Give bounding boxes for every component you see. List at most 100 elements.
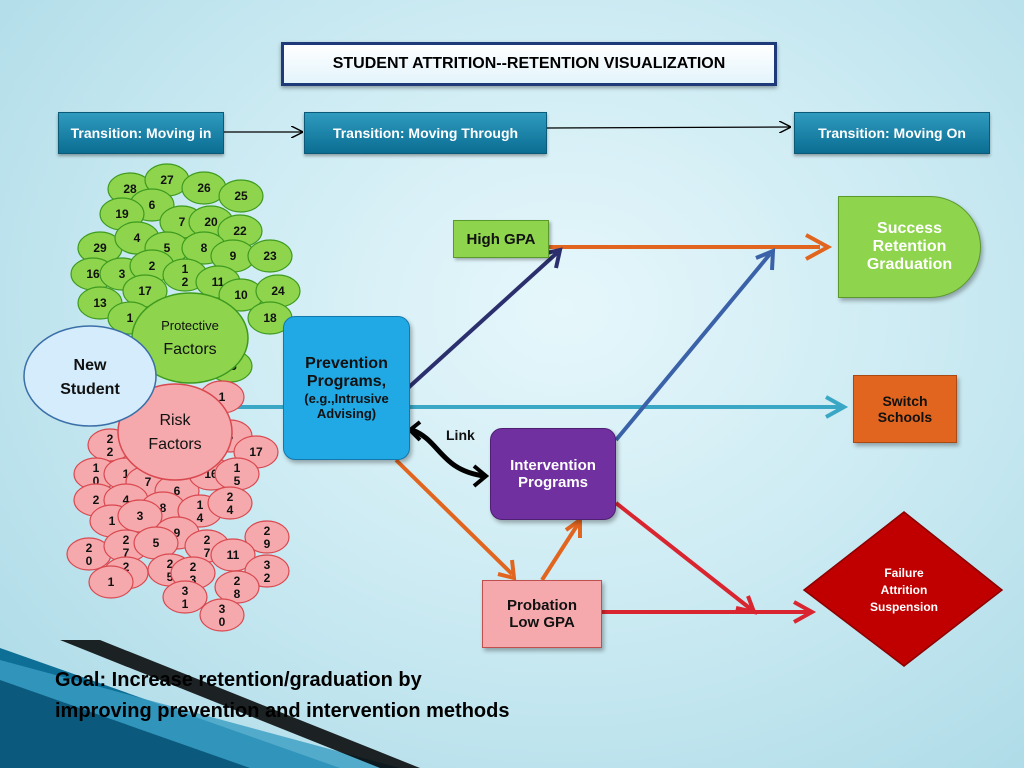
red-circle-label: 7: [145, 475, 152, 489]
prevention-programs-box: Prevention Programs, (e.g.,Intrusive Adv…: [283, 316, 410, 460]
red-circle-label: 5: [153, 536, 160, 550]
green-circle-label: 27: [160, 173, 174, 187]
probation-line2: Low GPA: [509, 614, 575, 631]
red-circle-label: 3: [190, 573, 197, 587]
green-circle: [218, 179, 264, 213]
goal-text: Goal: Increase retention/graduation by i…: [55, 665, 575, 727]
red-circle-label: 4: [123, 493, 130, 507]
green-circle-label: 19: [115, 207, 129, 221]
red-circle-label: 1: [109, 514, 116, 528]
link-double-arrow: [411, 427, 485, 479]
failure-line2: Attrition: [880, 582, 928, 597]
red-circle: [199, 598, 245, 632]
green-circle-label: 5: [164, 241, 171, 255]
green-circle-label: 7: [179, 215, 186, 229]
green-circle-label: 29: [93, 241, 107, 255]
success-line2: Retention: [872, 238, 947, 255]
red-circle-label: 2: [93, 493, 100, 507]
red-circle: [244, 520, 290, 554]
red-circle-label: 2: [123, 533, 130, 547]
green-circle-label: 1: [127, 311, 134, 325]
green-circle-label: 3: [119, 267, 126, 281]
probation-line1: Probation: [507, 597, 577, 614]
red-circle: [88, 565, 134, 599]
high-gpa-label: High GPA: [466, 230, 536, 248]
green-circle-label: 26: [197, 181, 211, 195]
red-circle-label: 5: [234, 474, 241, 488]
red-circle-cluster: 1223171017616152481424139292027527112625…: [66, 380, 290, 632]
green-circle-label: 6: [149, 198, 156, 212]
switch-line1: Switch: [882, 393, 928, 409]
red-circle-label: 0: [86, 554, 93, 568]
success-line1: Success: [877, 220, 942, 237]
red-circle-label: 2: [264, 571, 271, 585]
arrow-probation-to-intervention: [540, 522, 580, 582]
probation-box: Probation Low GPA: [482, 580, 602, 648]
transition-moving-in: Transition: Moving in: [58, 112, 224, 154]
red-circle-label: 2: [190, 560, 197, 574]
goal-line2: improving prevention and intervention me…: [55, 700, 510, 722]
arrow-intervention-to-success: [614, 252, 772, 442]
intervention-line1: Intervention: [510, 457, 596, 474]
green-circle-label: 22: [233, 224, 247, 238]
arrow-prevention-to-highgpa: [406, 250, 560, 390]
red-circle-label: 2: [86, 541, 93, 555]
red-circle-label: 1: [234, 461, 241, 475]
green-circle-label: 23: [263, 249, 277, 263]
new-student-line2: Student: [60, 381, 120, 398]
red-circle-label: 17: [249, 445, 263, 459]
prevention-line2: Programs,: [306, 373, 387, 390]
red-circle-label: 3: [137, 509, 144, 523]
red-circle-label: 9: [264, 537, 271, 551]
success-line3: Graduation: [866, 256, 953, 273]
green-circle: [247, 239, 293, 273]
transition-moving-on-label: Transition: Moving On: [818, 125, 966, 141]
intervention-line2: Programs: [517, 474, 589, 491]
green-circle-label: 20: [204, 215, 218, 229]
red-circle-label: 1: [197, 498, 204, 512]
red-circle: [162, 580, 208, 614]
prevention-line3: (e.g.,Intrusive: [304, 391, 389, 406]
red-circle-label: 11: [227, 548, 240, 562]
intervention-programs-box: Intervention Programs: [490, 428, 616, 520]
red-circle-label: 2: [107, 432, 114, 446]
red-circle-label: 8: [160, 501, 167, 515]
new-student-line1: New: [74, 357, 107, 374]
transition-moving-through-label: Transition: Moving Through: [332, 125, 519, 141]
red-circle-label: 1: [182, 597, 189, 611]
protective-line2: Factors: [163, 341, 216, 358]
diagram-title: STUDENT ATTRITION--RETENTION VISUALIZATI…: [281, 42, 777, 86]
transition-moving-in-label: Transition: Moving in: [70, 125, 212, 141]
prevention-line4: Advising): [316, 406, 377, 421]
green-circle-label: 13: [93, 296, 107, 310]
red-circle-label: 9: [174, 526, 181, 540]
decorative-corner-stripes: [0, 640, 420, 768]
red-circle-label: 4: [197, 511, 204, 525]
failure-line3: Suspension: [869, 599, 938, 614]
red-circle-label: 4: [227, 503, 234, 517]
transition-arrow-2: [546, 127, 790, 128]
failure-diamond: [802, 511, 1004, 667]
green-circle-label: 2: [149, 259, 156, 273]
red-circle-label: 6: [174, 484, 181, 498]
green-circle-label: 16: [86, 267, 100, 281]
link-label: Link: [446, 427, 475, 443]
green-circle-label: 28: [123, 182, 137, 196]
red-circle-label: 0: [93, 474, 100, 488]
red-circle-label: 7: [204, 546, 211, 560]
red-circle-label: 2: [167, 557, 174, 571]
switch-schools-box: Switch Schools: [853, 375, 957, 443]
transition-moving-through: Transition: Moving Through: [304, 112, 547, 154]
failure-text: Failure Attrition Suspension: [826, 558, 982, 622]
risk-factors-circle: [117, 383, 233, 481]
red-circle: [207, 486, 253, 520]
red-circle-label: 8: [234, 587, 241, 601]
diagram-title-text: STUDENT ATTRITION--RETENTION VISUALIZATI…: [332, 55, 726, 72]
green-circle-label: 1: [182, 262, 189, 276]
red-circle-label: 0: [219, 615, 226, 629]
arrow-prevention-to-probation: [394, 458, 514, 576]
red-circle-label: 1: [93, 461, 100, 475]
green-circle-label: 11: [212, 275, 225, 289]
